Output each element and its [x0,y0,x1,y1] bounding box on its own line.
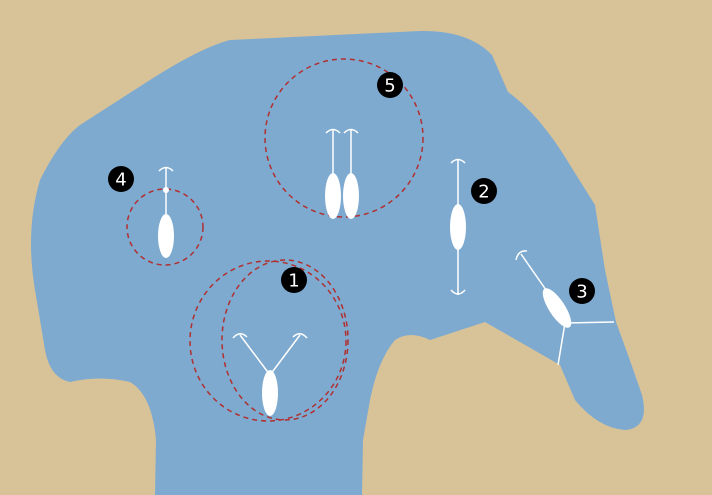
anchor-icon [325,128,341,134]
anchor-icon [232,333,248,339]
boat [343,173,359,219]
label-text: 1 [288,271,299,292]
boat-2-group [450,158,466,295]
label-2: 2 [471,178,497,204]
swing-circle [221,259,349,421]
label-3: 3 [569,278,595,304]
label-text: 5 [384,76,395,97]
swing-circle [264,58,424,218]
boat [542,288,572,328]
boat [450,204,466,250]
label-1: 1 [281,267,307,293]
anchor-icon [450,289,466,295]
anchor-icon [158,166,174,172]
anchor-icon [515,250,528,261]
label-text: 2 [478,182,489,203]
boat-3-group [515,250,615,366]
label-4: 4 [108,166,134,192]
swing-circle [189,260,347,422]
boat-1-group [189,259,349,422]
swing-circle [126,188,204,266]
anchor-icon [292,333,308,339]
anchor-icon [343,128,359,134]
label-text: 3 [576,282,587,303]
anchor-rode [269,334,301,376]
anchor-icon [450,158,466,164]
boat-5-group [264,58,424,219]
label-text: 4 [115,170,126,191]
label-5: 5 [377,72,403,98]
anchor-rode [239,334,271,376]
boat [158,214,174,258]
water [31,30,644,495]
shore-line [564,321,615,324]
shore-line [557,322,566,366]
boat [262,370,278,416]
boat-4-group [126,166,204,266]
buoy [163,187,169,193]
boat [325,173,341,219]
